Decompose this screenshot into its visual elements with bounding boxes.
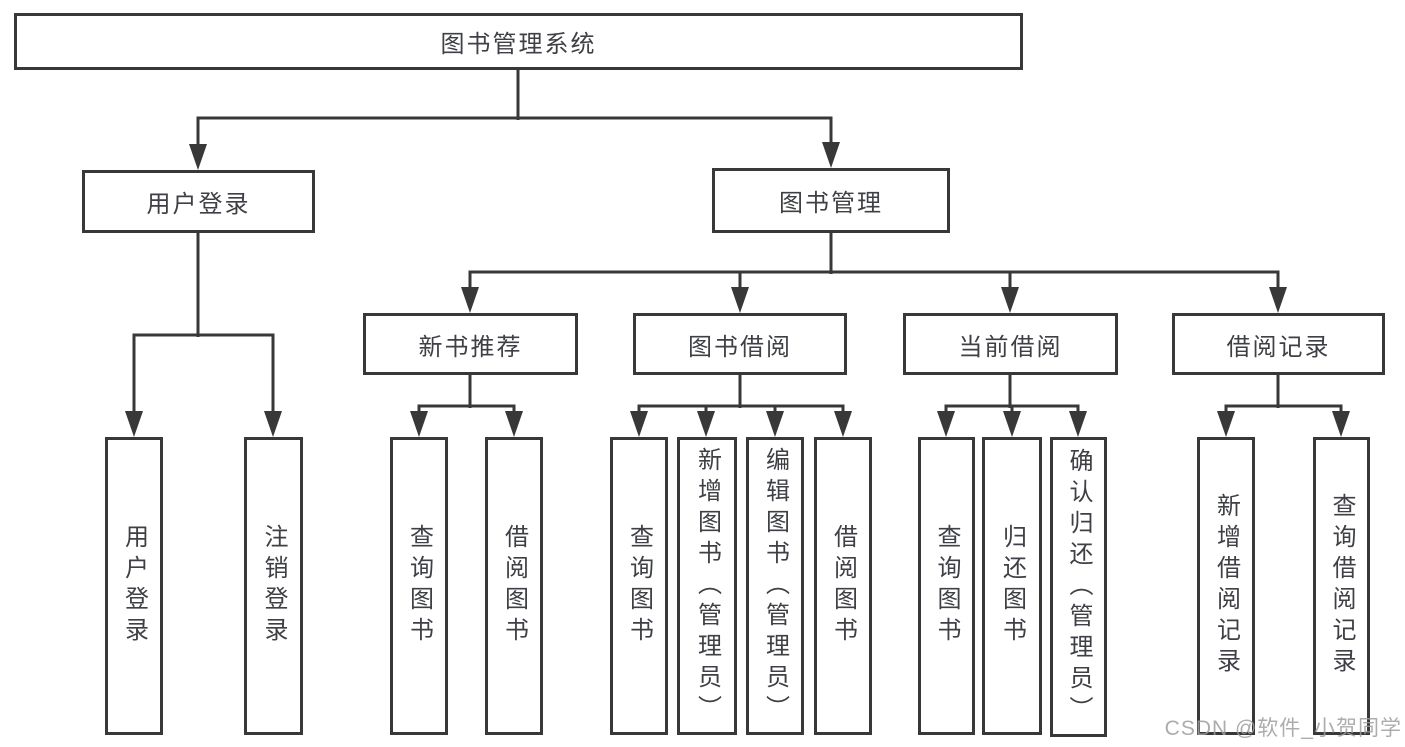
node-label: 新书推荐 [418, 333, 523, 361]
node-label: 确认归还（管理员） [1065, 447, 1092, 727]
node-label: 归还图书 [998, 524, 1026, 648]
arrowhead-icon [1332, 411, 1350, 437]
arrowhead-icon [410, 411, 428, 437]
arrowhead-icon [125, 411, 143, 437]
arrowhead-icon [822, 142, 840, 168]
leaf-query-books-borrowing: 查询图书 [610, 437, 668, 735]
node-label: 图书借阅 [688, 333, 792, 361]
node-label: 借阅记录 [1226, 333, 1331, 361]
node-label: 查询图书 [625, 524, 653, 648]
arrowhead-icon [461, 287, 479, 313]
leaf-query-books-current: 查询图书 [918, 437, 975, 735]
arrowhead-icon [1001, 287, 1019, 313]
node-label: 查询图书 [933, 524, 960, 648]
node-borrowing-records: 借阅记录 [1172, 313, 1385, 375]
arrowhead-icon [264, 411, 282, 437]
watermark: CSDN @软件_小贺同学 [1164, 717, 1402, 740]
node-label: 查询借阅记录 [1328, 493, 1355, 679]
node-user-login-group: 用户登录 [82, 170, 315, 233]
leaf-query-borrow-record: 查询借阅记录 [1313, 437, 1370, 735]
node-label: 新增图书（管理员） [693, 446, 721, 726]
arrowhead-icon [1217, 411, 1235, 437]
node-library-system: 图书管理系统 [14, 13, 1023, 70]
arrowhead-icon [834, 411, 852, 437]
node-new-book-recommend: 新书推荐 [363, 313, 578, 375]
node-label: 用户登录 [120, 524, 148, 648]
leaf-user-login: 用户登录 [105, 437, 163, 735]
node-book-borrowing: 图书借阅 [633, 313, 847, 375]
node-label: 用户登录 [146, 191, 251, 218]
leaf-add-borrow-record: 新增借阅记录 [1197, 437, 1255, 735]
arrowhead-icon [1069, 411, 1087, 437]
leaf-borrow-books-borrowing: 借阅图书 [814, 437, 872, 735]
node-label: 借阅图书 [829, 524, 857, 648]
arrowhead-icon [731, 287, 749, 313]
node-label: 图书管理系统 [440, 31, 597, 58]
node-current-borrowing: 当前借阅 [903, 313, 1118, 375]
node-label: 借阅图书 [500, 524, 528, 648]
arrowhead-icon [697, 411, 715, 437]
leaf-query-books-recommend: 查询图书 [390, 437, 448, 735]
node-label: 当前借阅 [958, 333, 1063, 361]
node-label: 图书管理 [779, 190, 883, 217]
leaf-confirm-return-admin: 确认归还（管理员） [1050, 437, 1107, 737]
leaf-edit-books-admin: 编辑图书（管理员） [746, 437, 804, 735]
leaf-logout-login: 注销登录 [244, 437, 303, 735]
leaf-borrow-books-recommend: 借阅图书 [485, 437, 543, 735]
node-book-management: 图书管理 [712, 168, 950, 233]
node-label: 查询图书 [405, 524, 433, 648]
node-label: 编辑图书（管理员） [761, 446, 789, 726]
arrowhead-icon [630, 411, 648, 437]
arrowhead-icon [937, 411, 955, 437]
node-label: 新增借阅记录 [1212, 493, 1240, 679]
arrowhead-icon [189, 144, 207, 170]
leaf-return-books: 归还图书 [982, 437, 1042, 735]
arrowhead-icon [766, 411, 784, 437]
arrowhead-icon [1269, 287, 1287, 313]
arrowhead-icon [505, 411, 523, 437]
arrowhead-icon [1003, 411, 1021, 437]
leaf-add-books-admin: 新增图书（管理员） [677, 437, 737, 735]
node-label: 注销登录 [260, 524, 287, 648]
